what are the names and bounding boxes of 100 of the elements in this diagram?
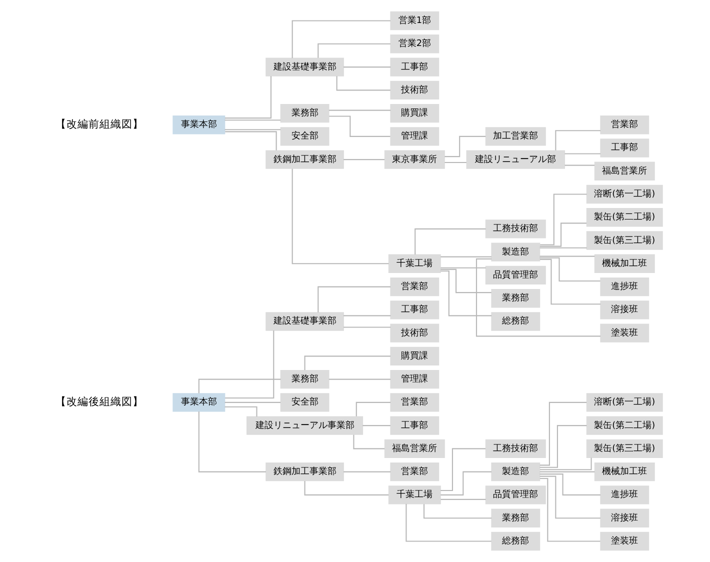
connector [224, 406, 257, 417]
connector [304, 480, 388, 496]
node-box: 製缶(第三工場) [586, 231, 662, 250]
node-box: 鉄鋼加工事業部 [265, 462, 344, 482]
connector [440, 270, 492, 316]
node-box: 営業1部 [390, 11, 439, 30]
connector [539, 247, 586, 248]
connector [198, 412, 266, 472]
node-box: 営業部 [390, 393, 439, 412]
connector [539, 257, 600, 282]
node-box: 千葉工場 [388, 254, 440, 273]
connector [355, 402, 390, 416]
node-box: 安全部 [280, 393, 329, 412]
connector [304, 356, 390, 370]
connector [539, 425, 586, 468]
connector [328, 110, 390, 111]
node-box: 溶接班 [600, 508, 649, 528]
node-box: 工事部 [390, 300, 439, 320]
node-box: 事業本部 [172, 393, 225, 412]
connector [224, 120, 280, 121]
connector [554, 130, 600, 150]
connector [539, 476, 600, 519]
connector [444, 162, 466, 164]
connector [440, 268, 491, 294]
connector [224, 76, 272, 119]
node-box: 安全部 [280, 127, 329, 146]
connector [291, 20, 390, 58]
node-box: 進捗班 [600, 486, 649, 504]
node-box: 東京事業所 [384, 150, 444, 169]
node-box: 工務技術部 [484, 220, 546, 238]
node-box: 製造部 [490, 242, 540, 262]
node-box: 建設リニューアル部 [466, 150, 565, 169]
node-box: 業務部 [490, 508, 540, 528]
node-box: 業務部 [490, 289, 540, 308]
connector [224, 129, 280, 130]
connector [405, 504, 491, 542]
node-box: 技術部 [390, 324, 439, 342]
node-box: 管理課 [390, 370, 439, 389]
connector [422, 504, 492, 519]
connector [343, 159, 384, 160]
connector [440, 448, 486, 492]
connector [540, 194, 586, 246]
node-box: 技術部 [390, 80, 439, 100]
node-box: 進捗班 [600, 277, 649, 296]
connector [539, 402, 586, 466]
connector [198, 378, 280, 394]
connector [352, 434, 384, 450]
connector [564, 153, 600, 154]
node-box: 営業部 [390, 277, 439, 296]
label: 【改編前組織図】 [55, 118, 144, 131]
connector [328, 116, 390, 137]
connector [539, 256, 594, 257]
connector [317, 286, 390, 312]
node-box: 品質管理部 [484, 266, 546, 285]
node-box: 業務部 [280, 104, 329, 123]
node-box: 建設基礎事業部 [265, 312, 344, 331]
node-box: 建設基礎事業部 [265, 58, 344, 76]
connector [444, 136, 486, 158]
connector [414, 228, 486, 255]
connector [539, 258, 600, 305]
node-box: 総務部 [490, 532, 540, 551]
connector [539, 471, 594, 472]
node-box: 工事部 [390, 416, 439, 435]
node-box: 営業部 [600, 116, 649, 134]
node-box: 製缶(第二工場) [586, 416, 662, 435]
node-box: 工事部 [390, 58, 439, 76]
connector [440, 256, 491, 258]
connector [440, 498, 486, 500]
connector [539, 478, 600, 542]
node-box: 千葉工場 [388, 486, 440, 504]
node-box: 溶接班 [600, 300, 649, 320]
node-box: 製造部 [490, 462, 540, 482]
node-box: 購買課 [390, 104, 439, 123]
node-box: 機械加工班 [594, 462, 654, 482]
node-box: 機械加工班 [594, 254, 654, 273]
node-box: 塗装班 [600, 532, 649, 551]
node-box: 塗装班 [600, 324, 649, 342]
node-box: 福島営業所 [384, 439, 444, 458]
connector [291, 168, 388, 264]
node-box: 福島営業所 [594, 162, 654, 180]
node-box: 品質管理部 [484, 486, 546, 504]
node-box: 溶断(第一工場) [586, 393, 662, 412]
node-box: 加工営業部 [484, 127, 546, 146]
node-box: 鉄鋼加工事業部 [265, 150, 344, 169]
connector [475, 258, 600, 337]
node-box: 事業本部 [172, 116, 225, 134]
connector [224, 402, 280, 403]
connector [224, 330, 274, 399]
node-box: 工務技術部 [484, 439, 546, 458]
node-box: 製缶(第三工場) [586, 439, 662, 458]
connector [440, 267, 486, 268]
node-box: 建設リニューアル事業部 [246, 416, 363, 435]
node-box: 工事部 [600, 138, 649, 158]
connector [539, 474, 600, 496]
connector [328, 378, 390, 380]
connector [343, 66, 390, 68]
node-box: 営業部 [390, 462, 439, 482]
connector [336, 76, 390, 91]
connector [343, 326, 390, 328]
connector [440, 471, 492, 496]
